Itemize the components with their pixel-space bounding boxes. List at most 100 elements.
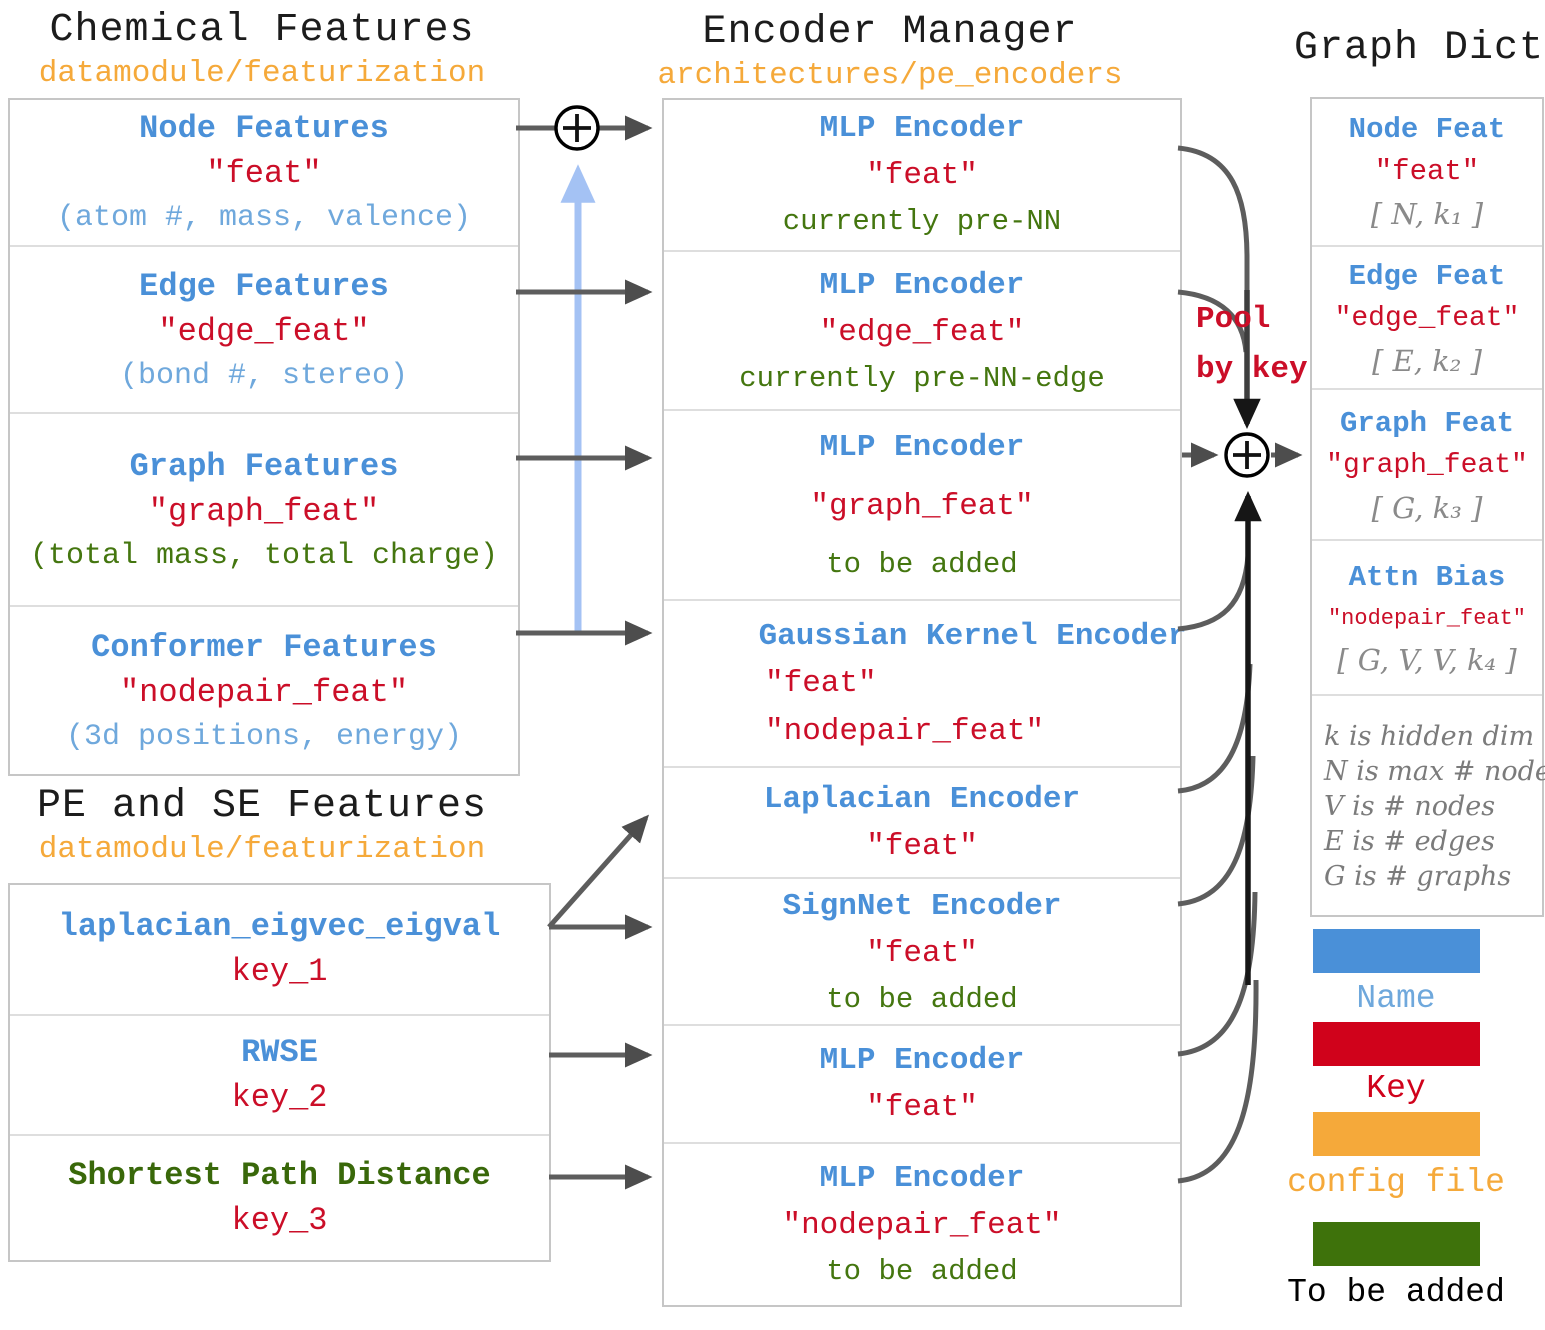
encoder-key: "feat" — [866, 1090, 978, 1125]
encoder-row-mlp-nodepair: MLP Encoder "nodepair_feat" to be added — [664, 1142, 1180, 1305]
encoder-key: "feat" — [765, 665, 877, 701]
pe-name: laplacian_eigvec_eigval — [58, 907, 501, 945]
feature-note: (atom #, mass, valence) — [56, 200, 472, 235]
dict-note: N is max # nodes — [1324, 756, 1545, 787]
feature-note: (bond #, stereo) — [119, 358, 409, 393]
legend-label-to-be-added: To be added — [1287, 1274, 1505, 1311]
encoder-name: Laplacian Encoder — [763, 781, 1081, 817]
graph-dict-row-edge: Edge Feat "edge_feat" [ E, k₂ ] — [1312, 245, 1542, 390]
encoder-row-laplacian: Laplacian Encoder "feat" — [664, 766, 1180, 879]
pe-se-features-title: PE and SE Features — [36, 784, 488, 829]
legend-swatch-to-be-added — [1313, 1222, 1480, 1266]
encoder-key: "nodepair_feat" — [765, 713, 1045, 749]
legend-swatch-key — [1313, 1022, 1480, 1066]
feature-key: "feat" — [206, 154, 322, 192]
legend-swatch-name — [1313, 929, 1480, 973]
encoder-row-mlp-pe: MLP Encoder "feat" — [664, 1024, 1180, 1144]
encoder-manager-box: MLP Encoder "feat" currently pre-NN MLP … — [662, 98, 1186, 1307]
arrow-laplacian-to-laplacian-encoder — [547, 814, 649, 929]
encoder-name: MLP Encoder — [819, 1160, 1025, 1196]
pe-row-rwse: RWSE key_2 — [10, 1014, 549, 1136]
pool-by-key-label-line2: by key — [1196, 352, 1308, 387]
feature-key: "nodepair_feat" — [119, 673, 409, 711]
dict-key: "edge_feat" — [1334, 302, 1520, 334]
encoder-name: MLP Encoder — [819, 430, 1025, 465]
encoder-row-mlp-feat: MLP Encoder "feat" currently pre-NN — [664, 100, 1180, 250]
encoder-key: "feat" — [866, 158, 978, 193]
chemical-row-edge: Edge Features "edge_feat" (bond #, stere… — [10, 245, 518, 414]
pe-row-laplacian: laplacian_eigvec_eigval key_1 — [10, 885, 549, 1014]
pe-row-spd: Shortest Path Distance key_3 — [10, 1134, 549, 1262]
feature-name: Conformer Features — [91, 628, 437, 666]
pool-by-key-label-line1: Pool — [1196, 302, 1271, 337]
dict-name: Edge Feat — [1348, 259, 1506, 293]
dict-name: Node Feat — [1348, 113, 1506, 146]
chemical-row-graph: Graph Features "graph_feat" (total mass,… — [10, 412, 518, 607]
encoder-name: MLP Encoder — [819, 267, 1025, 303]
feature-note: (total mass, total charge) — [29, 538, 499, 573]
dict-name: Graph Feat — [1339, 406, 1515, 440]
encoder-manager-subtitle: architectures/pe_encoders — [657, 58, 1123, 93]
encoder-status: currently pre-NN — [782, 205, 1062, 238]
dict-note: k is hidden dim — [1324, 721, 1535, 752]
pe-key: key_2 — [231, 1079, 328, 1116]
encoder-status: currently pre-NN-edge — [739, 361, 1105, 395]
dict-shape: [ N, k₁ ] — [1370, 197, 1484, 231]
encoder-status: to be added — [826, 1254, 1018, 1288]
dict-key: "nodepair_feat" — [1327, 605, 1527, 631]
dict-note: V is # nodes — [1324, 791, 1496, 822]
legend-label-key: Key — [1366, 1070, 1426, 1107]
dict-name: Attn Bias — [1348, 560, 1506, 594]
encoder-row-mlp-graph: MLP Encoder "graph_feat" to be added — [664, 409, 1180, 601]
encoder-name: SignNet Encoder — [782, 888, 1062, 924]
graph-dict-box: Node Feat "feat" [ N, k₁ ] Edge Feat "ed… — [1310, 97, 1545, 917]
dict-key: "graph_feat" — [1326, 449, 1528, 481]
feature-note: (3d positions, energy) — [65, 719, 463, 754]
encoder-key: "feat" — [866, 828, 978, 864]
legend-swatch-config — [1313, 1112, 1480, 1156]
encoder-name: Gaussian Kernel Encoder — [758, 618, 1187, 654]
pe-key: key_1 — [231, 952, 328, 990]
plus-circle-icon — [554, 105, 600, 151]
encoder-status: to be added — [826, 548, 1018, 581]
dict-note: E is # edges — [1324, 826, 1495, 857]
curve-mlp-pe-out — [1177, 891, 1258, 1057]
encoder-key: "feat" — [866, 935, 978, 971]
legend-label-config: config file — [1287, 1164, 1505, 1201]
graph-dict-row-node: Node Feat "feat" [ N, k₁ ] — [1312, 99, 1542, 245]
feature-key: "graph_feat" — [148, 492, 380, 530]
encoder-key: "nodepair_feat" — [782, 1207, 1062, 1243]
pe-key: key_3 — [231, 1202, 328, 1239]
graph-dict-row-attn: Attn Bias "nodepair_feat" [ G, V, V, k₄ … — [1312, 539, 1542, 696]
feature-key: "edge_feat" — [158, 312, 370, 350]
encoder-row-mlp-edge: MLP Encoder "edge_feat" currently pre-NN… — [664, 250, 1180, 411]
legend-label-name: Name — [1356, 980, 1436, 1017]
chemical-row-node: Node Features "feat" (atom #, mass, vale… — [10, 100, 518, 245]
dict-shape: [ G, k₃ ] — [1371, 490, 1483, 525]
pe-se-features-box: laplacian_eigvec_eigval key_1 RWSE key_2… — [8, 883, 551, 1262]
dict-key: "feat" — [1374, 155, 1480, 188]
curve-signnet-out — [1177, 755, 1256, 907]
dict-shape: [ G, V, V, k₄ ] — [1337, 642, 1517, 677]
dict-note: G is # graphs — [1324, 861, 1512, 892]
encoder-status: to be added — [826, 982, 1018, 1016]
feature-name: Node Features — [139, 109, 389, 147]
encoder-name: MLP Encoder — [819, 1043, 1025, 1078]
curve-mlp-feat-out — [1177, 145, 1250, 300]
graph-dict-row-graph: Graph Feat "graph_feat" [ G, k₃ ] — [1312, 388, 1542, 541]
chemical-features-title: Chemical Features — [49, 8, 475, 53]
chemical-row-conformer: Conformer Features "nodepair_feat" (3d p… — [10, 605, 518, 776]
encoder-key: "edge_feat" — [819, 314, 1025, 350]
pe-name: Shortest Path Distance — [68, 1157, 491, 1194]
chemical-features-box: Node Features "feat" (atom #, mass, vale… — [8, 98, 520, 776]
feature-name: Edge Features — [139, 267, 389, 305]
encoder-row-gaussian: Gaussian Kernel Encoder "feat" "nodepair… — [664, 599, 1186, 768]
plus-circle-icon — [1224, 432, 1270, 478]
curve-laplacian-out — [1177, 663, 1253, 794]
encoder-row-signnet: SignNet Encoder "feat" to be added — [664, 877, 1180, 1026]
dict-shape: [ E, k₂ ] — [1372, 343, 1482, 378]
encoder-name: MLP Encoder — [819, 111, 1025, 146]
feature-name: Graph Features — [129, 447, 399, 485]
curve-gaussian-out — [1177, 555, 1251, 632]
